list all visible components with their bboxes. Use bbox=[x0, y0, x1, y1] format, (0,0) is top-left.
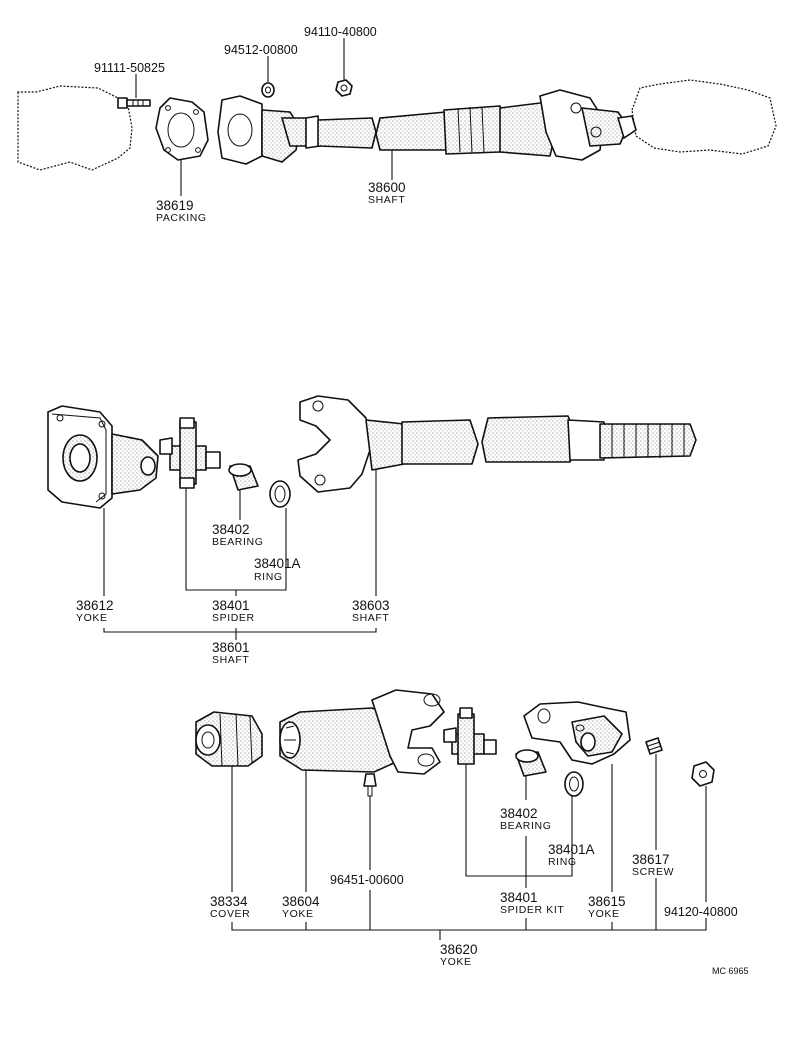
label-38402-a: 38402 bbox=[212, 522, 250, 537]
label-38600: 38600 bbox=[368, 180, 406, 195]
label-38334-name: COVER bbox=[210, 908, 250, 920]
label-38401-b-name: SPIDER KIT bbox=[500, 904, 564, 916]
label-38600-name: SHAFT bbox=[368, 194, 405, 206]
label-96451-00600: 96451-00600 bbox=[330, 873, 404, 887]
label-38603: 38603 bbox=[352, 598, 390, 613]
nut-94110-icon bbox=[335, 79, 353, 97]
label-38401A-b-name: RING bbox=[548, 856, 577, 868]
leader-38601-bracket bbox=[103, 628, 377, 640]
spider-38401-icon bbox=[159, 417, 221, 489]
slip-yoke-38604-icon bbox=[279, 689, 445, 775]
label-38401A-b: 38401A bbox=[548, 842, 595, 857]
screw-38617-icon bbox=[645, 737, 663, 755]
label-38615: 38615 bbox=[588, 894, 626, 909]
label-38601: 38601 bbox=[212, 640, 250, 655]
label-38617: 38617 bbox=[632, 852, 670, 867]
label-38401-b: 38401 bbox=[500, 890, 538, 905]
label-diagram-code: MC 6965 bbox=[712, 966, 749, 976]
label-38334: 38334 bbox=[210, 894, 248, 909]
label-38401A-a-name: RING bbox=[254, 571, 283, 583]
leader-spider-kit-bracket bbox=[465, 764, 573, 877]
label-94120-40800: 94120-40800 bbox=[664, 905, 738, 919]
section-assembled-shaft: 91111-50825 94512-00800 94110-40800 3861… bbox=[17, 25, 777, 224]
label-38620: 38620 bbox=[440, 942, 478, 957]
label-38619-name: PACKING bbox=[156, 212, 207, 224]
label-38401-a: 38401 bbox=[212, 598, 250, 613]
label-38617-name: SCREW bbox=[632, 866, 674, 878]
packing-38619-icon bbox=[155, 97, 209, 161]
label-38603-name: SHAFT bbox=[352, 612, 389, 624]
flange-yoke-38615-icon bbox=[523, 701, 631, 765]
label-94110-40800: 94110-40800 bbox=[304, 25, 377, 39]
leader-38620-bracket bbox=[231, 878, 707, 940]
section-slip-yoke-exploded: 38402 BEARING 38401A RING 38617 SCREW 96… bbox=[195, 689, 749, 976]
washer-94512-icon bbox=[261, 82, 275, 98]
bearing-38402-icon bbox=[228, 463, 259, 491]
front-shaft-tube-icon bbox=[317, 117, 377, 149]
label-38604-name: YOKE bbox=[282, 908, 314, 920]
transmission-outline bbox=[17, 85, 133, 171]
shaft-38603-icon bbox=[297, 395, 697, 493]
label-94512-00800: 94512-00800 bbox=[224, 43, 298, 57]
label-38620-name: YOKE bbox=[440, 956, 472, 968]
label-38601-name: SHAFT bbox=[212, 654, 249, 666]
nut-94120-icon bbox=[691, 761, 715, 787]
label-38615-name: YOKE bbox=[588, 908, 620, 920]
cover-38334-icon bbox=[195, 711, 263, 767]
bearing-38402-b-icon bbox=[515, 749, 547, 777]
label-38401-a-name: SPIDER bbox=[212, 612, 255, 624]
label-38402-a-name: BEARING bbox=[212, 536, 263, 548]
label-38619: 38619 bbox=[156, 198, 194, 213]
ring-38401A-b-icon bbox=[564, 771, 584, 797]
differential-outline bbox=[631, 79, 777, 155]
label-38401A-a: 38401A bbox=[254, 556, 301, 571]
label-38612: 38612 bbox=[76, 598, 114, 613]
front-flange-yoke-icon bbox=[217, 95, 321, 165]
middle-shaft-tube-icon bbox=[375, 111, 453, 151]
label-38402-b-name: BEARING bbox=[500, 820, 551, 832]
label-38604: 38604 bbox=[282, 894, 320, 909]
rear-slip-joint-icon bbox=[443, 89, 637, 161]
label-91111-50825: 91111-50825 bbox=[94, 61, 165, 75]
bolt-91111-icon bbox=[117, 97, 151, 109]
spider-kit-38401-icon bbox=[443, 707, 497, 765]
label-38402-b: 38402 bbox=[500, 806, 538, 821]
section-front-shaft-exploded: 38402 BEARING 38401A RING 38612 YOKE 384… bbox=[47, 395, 697, 666]
ring-38401A-icon bbox=[269, 480, 291, 508]
grease-fitting-96451-icon bbox=[363, 773, 377, 797]
label-38612-name: YOKE bbox=[76, 612, 108, 624]
flange-yoke-38612-icon bbox=[47, 405, 159, 509]
